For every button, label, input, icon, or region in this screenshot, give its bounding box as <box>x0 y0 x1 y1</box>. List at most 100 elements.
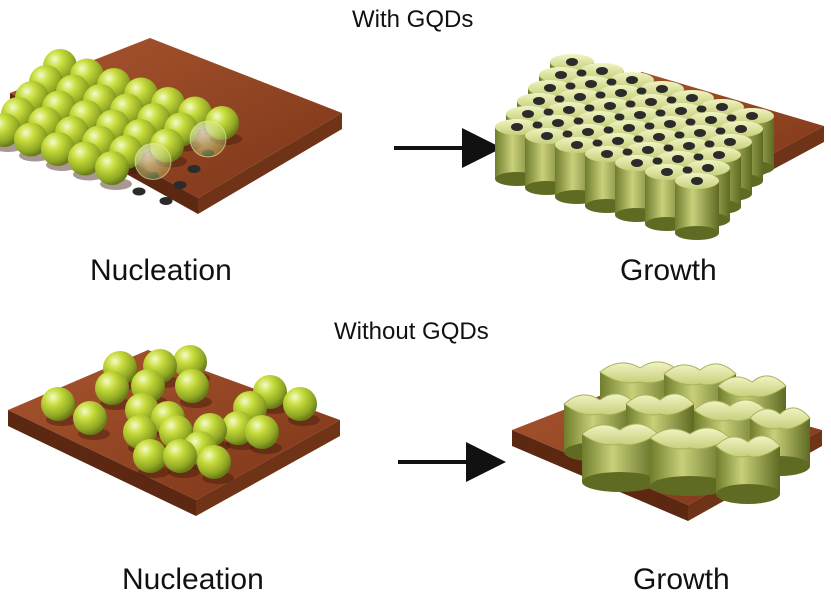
nucleus <box>197 445 231 479</box>
forming-nucleus <box>134 143 172 180</box>
quantum-dot <box>702 164 714 172</box>
quantum-dot <box>675 107 687 115</box>
quantum-dot <box>656 85 668 93</box>
nucleus <box>14 122 48 157</box>
quantum-dot <box>601 150 613 158</box>
quantum-dot <box>666 96 677 104</box>
substrate-side <box>198 113 342 214</box>
quantum-dot <box>636 87 647 95</box>
crystal-base <box>582 472 658 492</box>
quantum-dot <box>614 113 625 121</box>
nucleus <box>41 132 75 166</box>
quantum-dot <box>173 181 187 189</box>
quantum-dot <box>571 141 583 149</box>
nucleation-without-gqds-illustration <box>8 345 340 516</box>
quantum-dot <box>735 125 747 133</box>
quantum-dot <box>552 119 564 127</box>
quantum-dot <box>565 82 576 90</box>
quantum-dot <box>713 151 725 159</box>
forming-nucleus <box>189 120 227 158</box>
quantum-dot <box>746 112 758 120</box>
quantum-dot <box>584 104 595 112</box>
nucleus <box>175 369 209 403</box>
crystal-base <box>650 476 730 496</box>
panel-title-without-gqds: Without GQDs <box>334 318 489 345</box>
crystal-top <box>663 363 737 386</box>
quantum-dot <box>622 148 633 156</box>
quantum-dot <box>543 108 554 116</box>
quantum-dot <box>724 138 736 146</box>
quantum-dot <box>715 127 726 135</box>
quantum-dot <box>612 137 624 145</box>
quantum-dot <box>574 93 586 101</box>
irregular-crystals <box>563 361 811 504</box>
nucleation-label-without-gqds: Nucleation <box>122 563 264 596</box>
quantum-dot <box>691 177 703 185</box>
quantum-dot <box>655 109 666 117</box>
quantum-dot <box>661 168 673 176</box>
quantum-dot <box>642 146 654 154</box>
nucleus <box>95 151 129 185</box>
quantum-dot <box>663 144 674 152</box>
quantum-dot <box>573 117 584 125</box>
quantum-dot <box>653 133 665 141</box>
quantum-dot <box>562 130 573 138</box>
quantum-dot <box>623 124 635 132</box>
quantum-dot <box>634 111 646 119</box>
quantum-dot <box>159 197 173 205</box>
quantum-dot <box>626 76 638 84</box>
quantum-dot <box>596 67 608 75</box>
nucleus <box>68 141 102 176</box>
quantum-dot <box>615 89 627 97</box>
crystal-top <box>717 375 787 398</box>
substrate-side <box>196 420 340 516</box>
quantum-dot <box>576 69 587 77</box>
quantum-dot <box>696 105 707 113</box>
quantum-dots <box>511 58 758 185</box>
growth-label-with-gqds: Growth <box>620 254 717 287</box>
nucleus <box>245 415 279 449</box>
quantum-dot <box>685 118 696 126</box>
quantum-dot <box>682 166 693 174</box>
quantum-dot <box>674 131 685 139</box>
quantum-dot <box>652 157 663 165</box>
crystal-top <box>715 435 781 458</box>
crystal-column <box>675 181 719 233</box>
nucleus <box>95 371 129 405</box>
nucleus <box>73 401 107 435</box>
nuclei-spheres <box>0 49 242 190</box>
quantum-dot <box>726 114 737 122</box>
nucleation-label-with-gqds: Nucleation <box>90 254 232 287</box>
forming-nuclei <box>134 120 227 180</box>
quantum-dot <box>716 103 728 111</box>
crystal-top <box>749 407 811 430</box>
quantum-dot <box>592 139 603 147</box>
crystal-top <box>625 393 695 416</box>
quantum-dot <box>664 120 676 128</box>
quantum-dot <box>704 140 715 148</box>
quantum-dot <box>582 128 594 136</box>
quantum-dot <box>555 71 567 79</box>
crystal-base <box>675 226 719 240</box>
quantum-dot <box>585 80 597 88</box>
quantum-dot <box>522 110 534 118</box>
quantum-dot <box>595 91 606 99</box>
growth-with-gqds-illustration <box>495 54 824 240</box>
quantum-dot <box>645 98 657 106</box>
quantum-dot <box>563 106 575 114</box>
quantum-dot <box>672 155 684 163</box>
panel-title-with-gqds: With GQDs <box>352 6 474 33</box>
quantum-dot <box>631 159 643 167</box>
quantum-dot <box>633 135 644 143</box>
quantum-dot <box>566 58 578 66</box>
quantum-dot <box>694 129 706 137</box>
quantum-dot <box>686 94 698 102</box>
quantum-dot <box>187 165 201 173</box>
nucleus <box>41 387 75 421</box>
nucleus <box>283 387 317 421</box>
quantum-dot <box>593 115 605 123</box>
quantum-dot <box>544 84 556 92</box>
quantum-dot <box>554 95 565 103</box>
nuclei-spheres <box>41 345 320 484</box>
